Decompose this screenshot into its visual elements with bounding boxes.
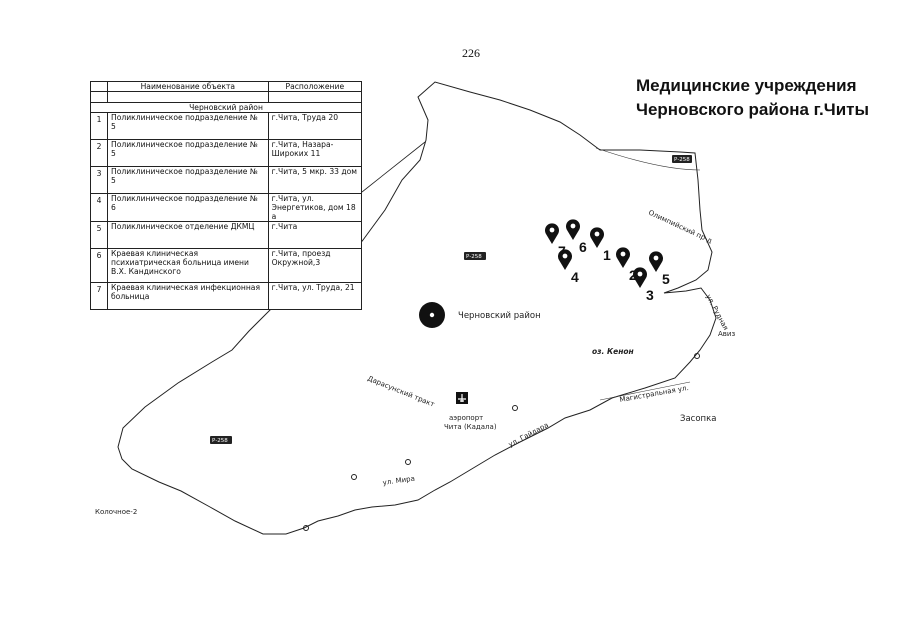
map-pin-icon bbox=[558, 249, 572, 270]
facility-marker-3: 3 bbox=[633, 267, 654, 303]
page-number: 226 bbox=[462, 46, 480, 60]
settlement-dot bbox=[405, 459, 411, 465]
marker-number: 5 bbox=[662, 271, 670, 287]
road-magistralnaya bbox=[599, 381, 691, 401]
facility-marker-6: 6 bbox=[566, 219, 587, 255]
table-row: 3 Поликлиническое подразделение № 5 г.Чи… bbox=[90, 166, 363, 194]
map-title: Медицинские учреждения Черновского район… bbox=[636, 74, 896, 122]
road-olympic bbox=[595, 147, 701, 171]
table-section: Черновский район bbox=[90, 102, 362, 113]
map-pin-icon bbox=[633, 267, 647, 288]
table-header-location: Расположение bbox=[267, 81, 363, 92]
marker-number: 4 bbox=[571, 269, 579, 285]
label-airport-1: аэропорт bbox=[449, 414, 483, 422]
table-blank-row bbox=[90, 91, 363, 103]
facility-marker-7: 7 bbox=[545, 223, 566, 259]
airport-icon bbox=[456, 392, 468, 404]
marker-number: 1 bbox=[603, 247, 611, 263]
map-pin-icon bbox=[649, 251, 663, 272]
label-lake-kenon: оз. Кенон bbox=[592, 347, 634, 356]
label-kolochnoe: Колочное-2 bbox=[95, 508, 137, 516]
settlement-dot bbox=[351, 474, 357, 480]
facility-marker-5: 5 bbox=[649, 251, 670, 287]
table-row: 7 Краевая клиническая инфекционная больн… bbox=[90, 282, 363, 310]
map-title-line1: Медицинские учреждения bbox=[636, 76, 857, 95]
table-row: 6 Краевая клиническая психиатрическая бо… bbox=[90, 248, 363, 283]
facility-marker-2: 2 bbox=[616, 247, 637, 283]
road-badge-top: Р-258 bbox=[672, 155, 692, 163]
table-section-row: Черновский район bbox=[90, 102, 362, 113]
settlement-dot bbox=[303, 525, 309, 531]
table-header-row: Наименование объекта Расположение bbox=[90, 81, 363, 92]
table-row: 1 Поликлиническое подразделение № 5 г.Чи… bbox=[90, 112, 363, 140]
map-pin-icon bbox=[616, 247, 630, 268]
label-airport-2: Чита (Кадала) bbox=[444, 423, 497, 431]
settlement-dot bbox=[694, 353, 700, 359]
map-pin-icon bbox=[545, 223, 559, 244]
table-row: 5 Поликлиническое отделение ДКМЦ г.Чита bbox=[90, 221, 363, 249]
facilities-table: Наименование объекта Расположение Чернов… bbox=[90, 81, 363, 310]
map-title-line2: Черновского района г.Читы bbox=[636, 100, 870, 119]
svg-text:Р-258: Р-258 bbox=[466, 254, 482, 260]
road-badge-center: Р-258 bbox=[464, 252, 486, 260]
label-district: Черновский район bbox=[458, 311, 541, 321]
facility-marker-1: 1 bbox=[590, 227, 611, 263]
marker-number: 6 bbox=[579, 239, 587, 255]
map-pin-icon bbox=[566, 219, 580, 240]
table-header-num bbox=[90, 81, 108, 92]
table-row: 4 Поликлиническое подразделение № 6 г.Чи… bbox=[90, 193, 363, 222]
marker-number: 3 bbox=[646, 287, 654, 303]
table-connector-top bbox=[361, 141, 426, 193]
svg-text:Р-258: Р-258 bbox=[212, 438, 228, 444]
label-aviz: Авиз bbox=[718, 330, 735, 338]
district-boundary bbox=[117, 81, 717, 535]
settlement-dot bbox=[512, 405, 518, 411]
label-zasopka: Засопка bbox=[680, 414, 716, 424]
table-row: 2 Поликлиническое подразделение № 5 г.Чи… bbox=[90, 139, 363, 167]
facility-marker-4: 4 bbox=[558, 249, 579, 285]
table-header-name: Наименование объекта bbox=[107, 81, 269, 92]
road-badge-left: Р-258 bbox=[210, 436, 232, 444]
svg-text:Р-258: Р-258 bbox=[674, 157, 690, 163]
marker-number: 2 bbox=[629, 267, 637, 283]
map-pin-icon bbox=[590, 227, 605, 248]
marker-number: 7 bbox=[558, 243, 566, 259]
